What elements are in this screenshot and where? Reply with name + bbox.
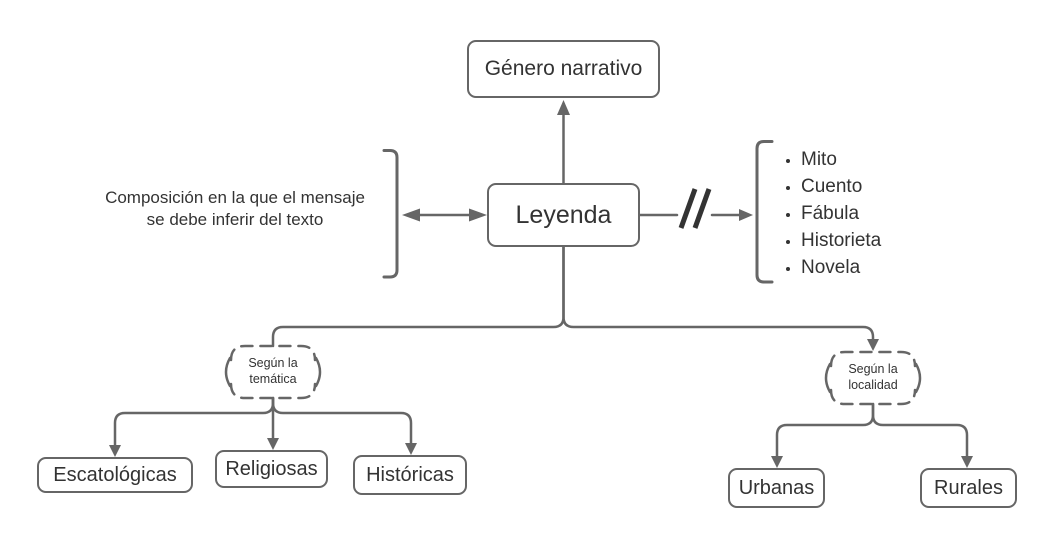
arrowhead-to-genre-list — [739, 209, 753, 221]
node-urbanas: Urbanas — [728, 468, 825, 508]
tematica-shape-top — [229, 344, 317, 362]
arrowhead-to-escatologicas — [109, 445, 121, 457]
tematica-paren-left-icon — [224, 356, 232, 388]
node-religiosas: Religiosas — [215, 450, 328, 488]
arrowhead-up-to-genero — [557, 100, 570, 115]
break-slash-icon — [692, 188, 712, 229]
list-item: Mito — [801, 146, 951, 173]
list-item: Historieta — [801, 227, 951, 254]
shape-segun-tematica: Según la temática — [231, 355, 315, 387]
tematica-paren-right-icon — [314, 356, 322, 388]
connector-localidad-to-rurales — [871, 402, 969, 458]
segun-localidad-line1: Según la — [848, 362, 898, 376]
node-historicas: Históricas — [353, 455, 467, 495]
break-slash-icon — [678, 188, 698, 229]
localidad-paren-left-icon — [824, 362, 832, 394]
arrowhead-to-rurales — [961, 456, 973, 468]
node-rurales: Rurales — [920, 468, 1017, 508]
node-escatologicas: Escatológicas — [37, 457, 193, 493]
arrowhead-to-religiosas — [267, 438, 279, 450]
node-genero-narrativo: Género narrativo — [467, 40, 660, 98]
localidad-shape-top — [829, 350, 917, 368]
node-escatologicas-label: Escatológicas — [53, 463, 177, 486]
arrowhead-double-right — [469, 208, 487, 222]
node-leyenda: Leyenda — [487, 183, 640, 247]
localidad-shape-bottom — [829, 388, 917, 406]
node-leyenda-label: Leyenda — [515, 200, 612, 229]
list-item: Cuento — [801, 173, 951, 200]
tematica-shape-bottom — [229, 382, 317, 400]
segun-tematica-line2: temática — [249, 372, 297, 386]
definition-note-line1: Composición en la que el mensaje — [105, 188, 365, 207]
list-item: Novela — [801, 254, 951, 281]
node-rurales-label: Rurales — [934, 476, 1003, 499]
list-item: Fábula — [801, 200, 951, 227]
node-genero-narrativo-label: Género narrativo — [484, 57, 643, 80]
connector-leyenda-to-localidad — [562, 245, 875, 342]
arrowhead-to-historicas — [405, 443, 417, 455]
arrowhead-double-left — [402, 208, 420, 222]
definition-note-line2: se debe inferir del texto — [146, 210, 324, 229]
connector-localidad-to-urbanas — [775, 402, 875, 458]
node-religiosas-label: Religiosas — [225, 457, 318, 480]
arrowhead-to-localidad — [867, 339, 879, 351]
localidad-paren-right-icon — [914, 362, 922, 394]
segun-localidad-line2: localidad — [848, 378, 898, 392]
connector-leyenda-to-tematica — [271, 245, 565, 348]
connector-tematica-to-historicas — [271, 396, 413, 445]
right-square-bracket-icon — [382, 149, 399, 279]
connector-tematica-to-escatologicas — [113, 396, 275, 447]
definition-note: Composición en la que el mensaje se debe… — [62, 187, 408, 231]
arrowhead-to-urbanas — [771, 456, 783, 468]
node-historicas-label: Históricas — [366, 463, 454, 486]
node-urbanas-label: Urbanas — [738, 476, 815, 499]
related-genres-list: Mito Cuento Fábula Historieta Novela — [781, 146, 951, 281]
left-square-bracket-icon — [755, 140, 774, 284]
segun-tematica-line1: Según la — [248, 356, 298, 370]
shape-segun-localidad: Según la localidad — [831, 361, 915, 393]
